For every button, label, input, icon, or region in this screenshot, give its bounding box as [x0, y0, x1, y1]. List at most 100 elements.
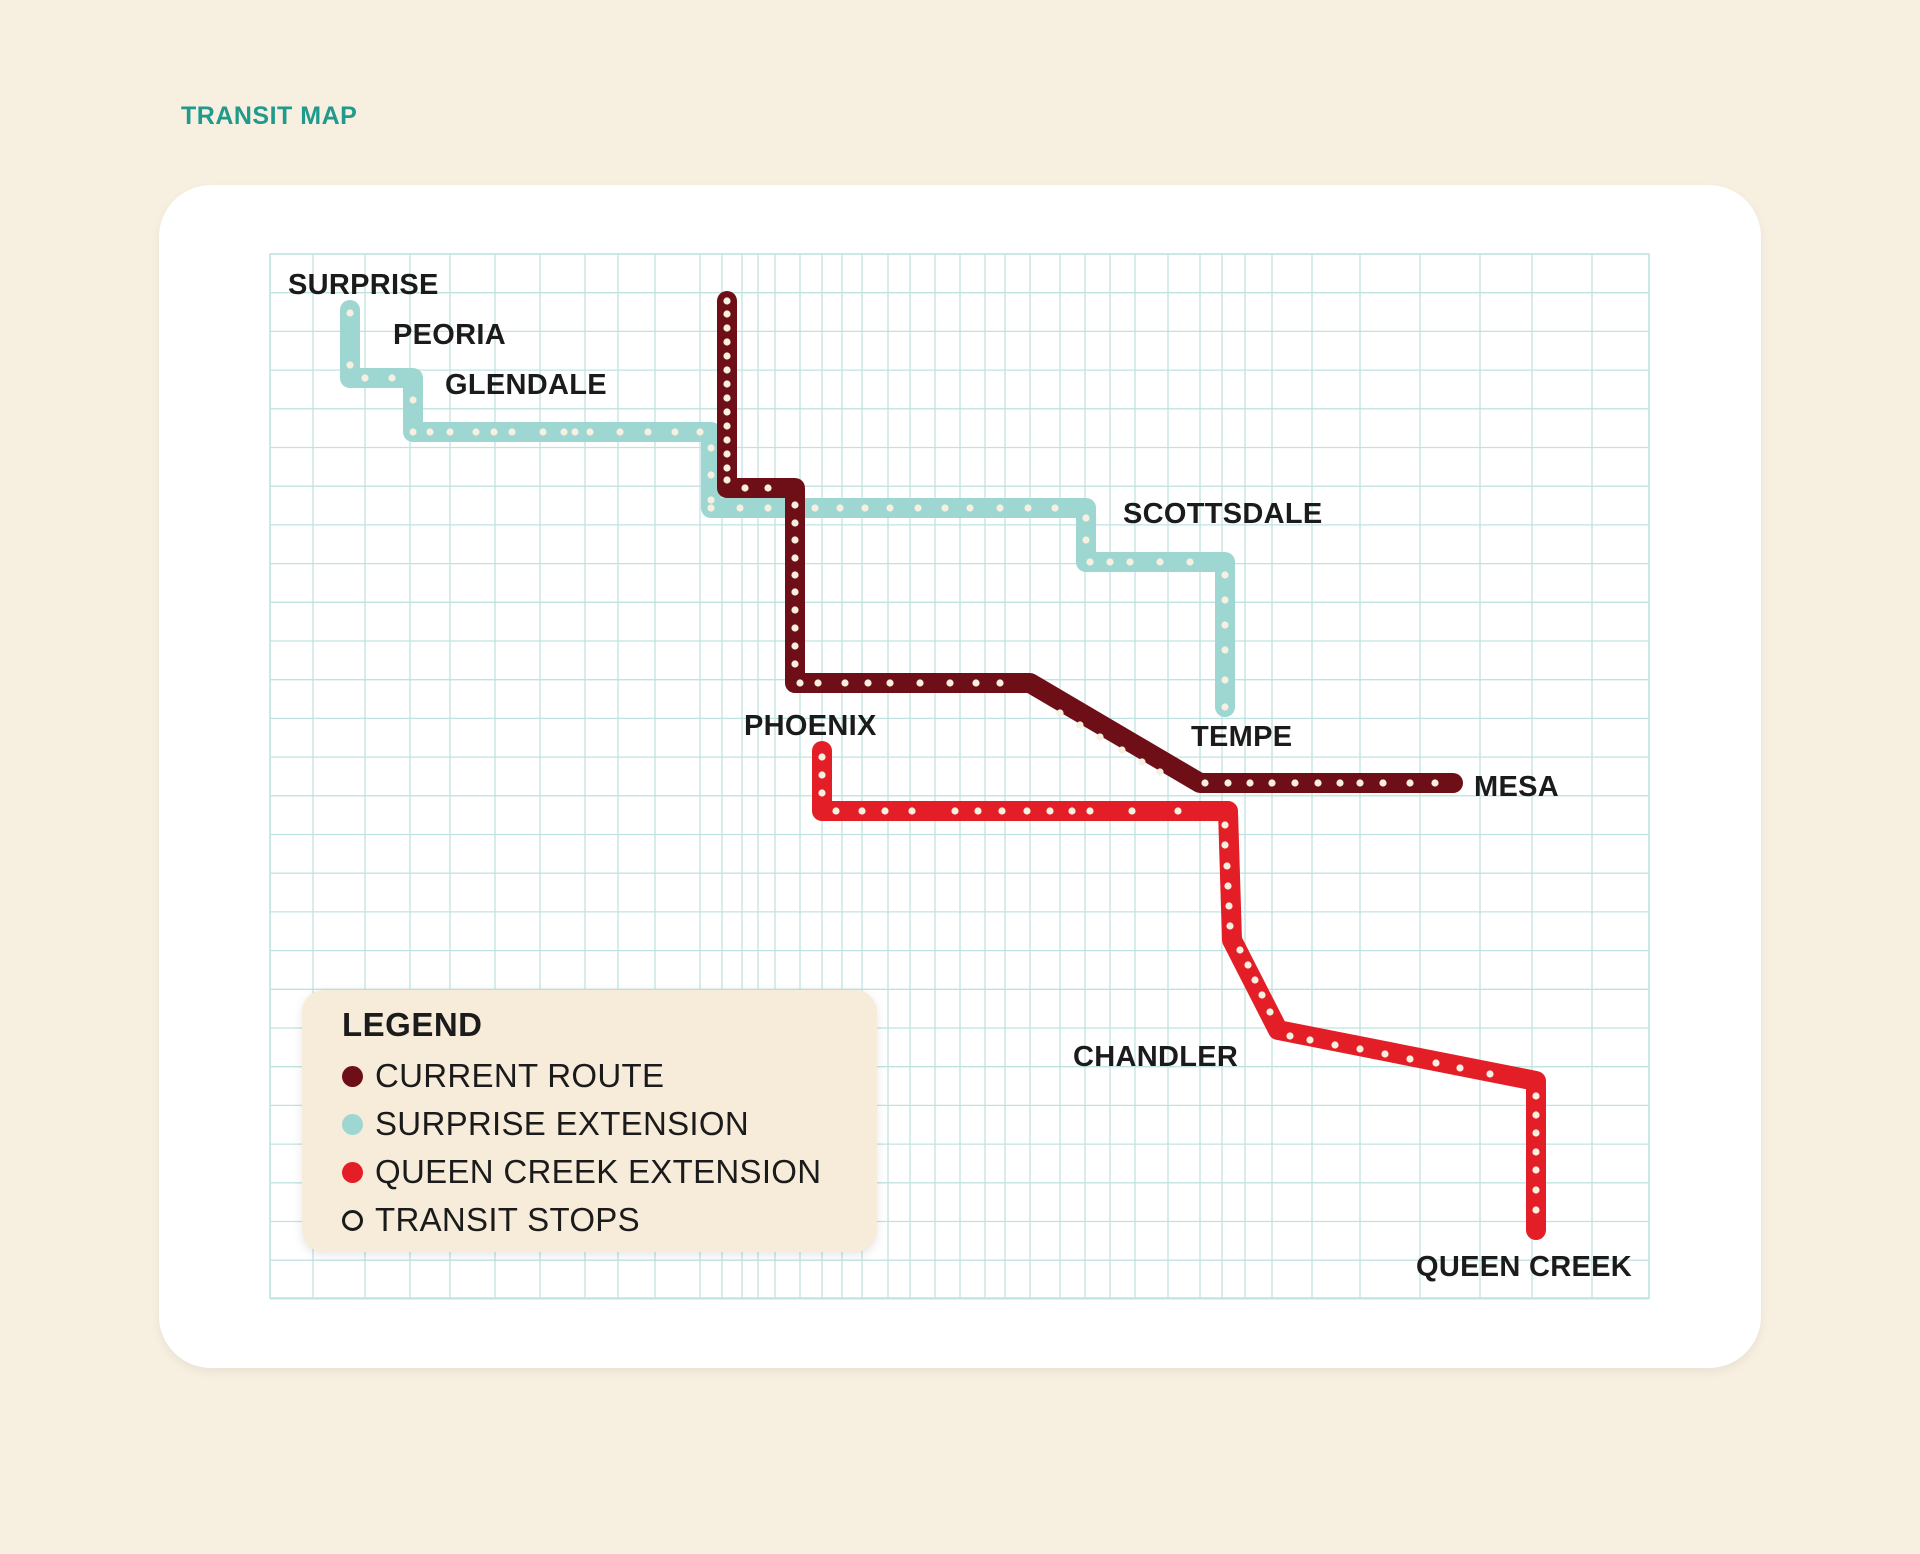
transit-stop[interactable] [972, 679, 980, 687]
transit-stop[interactable] [974, 807, 982, 815]
transit-stop[interactable] [1246, 779, 1254, 787]
transit-stop[interactable] [560, 428, 568, 436]
transit-stop[interactable] [671, 428, 679, 436]
transit-stop[interactable] [707, 504, 715, 512]
transit-stop[interactable] [814, 679, 822, 687]
transit-stop[interactable] [388, 374, 396, 382]
transit-stop[interactable] [1224, 779, 1232, 787]
transit-stop[interactable] [1221, 646, 1229, 654]
transit-stop[interactable] [1221, 571, 1229, 579]
transit-stop[interactable] [1336, 779, 1344, 787]
transit-stop[interactable] [1076, 721, 1084, 729]
transit-stop[interactable] [881, 807, 889, 815]
transit-stop[interactable] [1223, 862, 1231, 870]
transit-stop[interactable] [736, 504, 744, 512]
transit-stop[interactable] [707, 471, 715, 479]
transit-stop[interactable] [1023, 807, 1031, 815]
transit-stop[interactable] [1291, 779, 1299, 787]
transit-stop[interactable] [951, 807, 959, 815]
transit-stop[interactable] [791, 536, 799, 544]
transit-stop[interactable] [1225, 902, 1233, 910]
transit-stop[interactable] [723, 464, 731, 472]
transit-stop[interactable] [966, 504, 974, 512]
transit-stop[interactable] [1431, 779, 1439, 787]
transit-stop[interactable] [1432, 1059, 1440, 1067]
transit-stop[interactable] [723, 436, 731, 444]
transit-stop[interactable] [1051, 504, 1059, 512]
transit-stop[interactable] [1126, 558, 1134, 566]
transit-stop[interactable] [1086, 558, 1094, 566]
route-surprise-extension[interactable] [340, 300, 1235, 717]
transit-stop[interactable] [707, 444, 715, 452]
transit-stop[interactable] [409, 428, 417, 436]
transit-stop[interactable] [1379, 779, 1387, 787]
transit-stop[interactable] [707, 496, 715, 504]
route-current-route[interactable] [717, 291, 1463, 793]
transit-stop[interactable] [426, 428, 434, 436]
transit-stop[interactable] [723, 476, 731, 484]
transit-stop[interactable] [1186, 558, 1194, 566]
transit-stop[interactable] [841, 679, 849, 687]
transit-stop[interactable] [723, 338, 731, 346]
transit-stop[interactable] [1082, 514, 1090, 522]
transit-stop[interactable] [946, 679, 954, 687]
transit-stop[interactable] [1244, 961, 1252, 969]
transit-stop[interactable] [791, 501, 799, 509]
transit-stop[interactable] [796, 679, 804, 687]
transit-stop[interactable] [791, 519, 799, 527]
transit-stop[interactable] [886, 504, 894, 512]
transit-stop[interactable] [346, 309, 354, 317]
transit-stop[interactable] [508, 428, 516, 436]
transit-stop[interactable] [723, 297, 731, 305]
transit-stop[interactable] [1096, 733, 1104, 741]
transit-stop[interactable] [914, 504, 922, 512]
transit-stop[interactable] [1356, 1045, 1364, 1053]
transit-stop[interactable] [1486, 1070, 1494, 1078]
transit-stop[interactable] [791, 606, 799, 614]
transit-stop[interactable] [818, 771, 826, 779]
transit-stop[interactable] [764, 484, 772, 492]
transit-stop[interactable] [1266, 1008, 1274, 1016]
transit-stop[interactable] [723, 380, 731, 388]
transit-stop[interactable] [818, 753, 826, 761]
transit-stop[interactable] [864, 679, 872, 687]
transit-stop[interactable] [791, 588, 799, 596]
transit-stop[interactable] [1286, 1032, 1294, 1040]
route-queen-creek-extension[interactable] [812, 741, 1546, 1240]
transit-stop[interactable] [1138, 758, 1146, 766]
transit-stop[interactable] [723, 450, 731, 458]
transit-stop[interactable] [998, 807, 1006, 815]
transit-stop[interactable] [644, 428, 652, 436]
transit-stop[interactable] [941, 504, 949, 512]
transit-stop[interactable] [472, 428, 480, 436]
transit-stop[interactable] [1128, 807, 1136, 815]
transit-stop[interactable] [490, 428, 498, 436]
transit-stop[interactable] [791, 642, 799, 650]
transit-stop[interactable] [723, 352, 731, 360]
transit-stop[interactable] [361, 374, 369, 382]
transit-stop[interactable] [1406, 1055, 1414, 1063]
transit-stop[interactable] [1086, 807, 1094, 815]
transit-stop[interactable] [861, 504, 869, 512]
transit-stop[interactable] [1201, 779, 1209, 787]
transit-stop[interactable] [1258, 991, 1266, 999]
transit-stop[interactable] [723, 394, 731, 402]
transit-stop[interactable] [1314, 779, 1322, 787]
transit-stop[interactable] [1236, 946, 1244, 954]
transit-stop[interactable] [791, 660, 799, 668]
transit-stop[interactable] [1532, 1166, 1540, 1174]
transit-stop[interactable] [858, 807, 866, 815]
transit-stop[interactable] [1221, 841, 1229, 849]
transit-stop[interactable] [1456, 1064, 1464, 1072]
transit-stop[interactable] [791, 624, 799, 632]
transit-stop[interactable] [1532, 1206, 1540, 1214]
transit-stop[interactable] [791, 554, 799, 562]
transit-stop[interactable] [1056, 709, 1064, 717]
transit-stop[interactable] [1174, 807, 1182, 815]
transit-stop[interactable] [1532, 1186, 1540, 1194]
transit-stop[interactable] [723, 408, 731, 416]
transit-stop[interactable] [571, 428, 579, 436]
transit-stop[interactable] [1068, 807, 1076, 815]
transit-stop[interactable] [1118, 746, 1126, 754]
transit-stop[interactable] [723, 324, 731, 332]
